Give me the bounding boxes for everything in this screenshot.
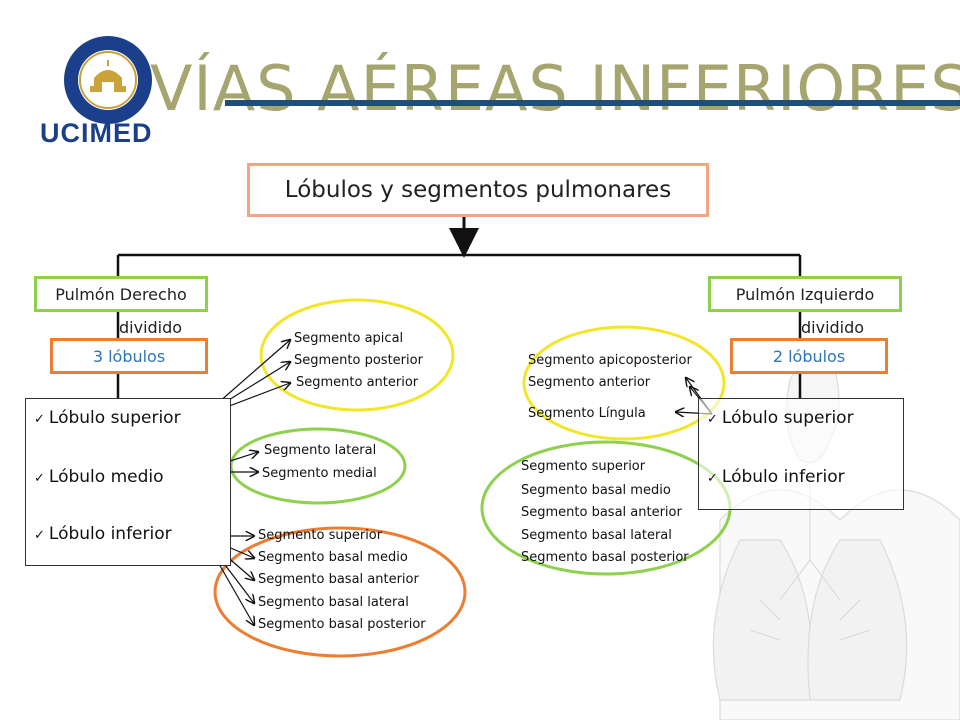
- right-lobe-inferior-label: Lóbulo inferior: [48, 524, 172, 544]
- segment-label: Segmento basal anterior: [258, 572, 419, 587]
- right-lobe-superior-label: Lóbulo superior: [48, 408, 181, 428]
- left-lung-count-label: 2 lóbulos: [772, 346, 846, 366]
- left-lung-lobe-count: 2 lóbulos: [730, 338, 888, 374]
- slide-title: VÍAS AÉREAS INFERIORES: [150, 52, 960, 125]
- main-topic-label: Lóbulos y segmentos pulmonares: [284, 177, 672, 203]
- logo-wordmark: UCIMED: [40, 118, 153, 148]
- segment-label: Segmento apical: [294, 331, 404, 346]
- segment-label: Segmento Língula: [528, 406, 646, 421]
- right-lobe-medio-label: Lóbulo medio: [48, 467, 164, 487]
- left-lobe-superior: ✓Lóbulo superior: [707, 408, 854, 428]
- right-lobe-medio: ✓Lóbulo medio: [34, 467, 164, 487]
- segment-label: Segmento medial: [262, 466, 377, 481]
- right-lung-lobe-list: [25, 398, 231, 566]
- segment-label: Segmento anterior: [528, 375, 651, 390]
- left-lung-label: Pulmón Izquierdo: [735, 284, 875, 304]
- segment-label: Segmento basal posterior: [258, 617, 426, 632]
- right-lobe-inferior: ✓Lóbulo inferior: [34, 524, 172, 544]
- right-lobe-superior: ✓Lóbulo superior: [34, 408, 181, 428]
- right-lung-box: Pulmón Derecho: [34, 276, 208, 312]
- left-lung-lobe-list: [698, 398, 904, 510]
- group-ellipse-right-medio: [229, 427, 407, 505]
- segment-label: Segmento apicoposterior: [528, 353, 692, 368]
- segment-label: Segmento superior: [258, 528, 383, 543]
- segment-label: Segmento basal anterior: [521, 505, 682, 520]
- right-lung-count-label: 3 lóbulos: [92, 346, 166, 366]
- right-lung-label: Pulmón Derecho: [55, 284, 187, 304]
- segment-label: Segmento lateral: [264, 443, 377, 458]
- left-lung-divided-label: dividido: [801, 318, 865, 337]
- segment-label: Segmento posterior: [294, 353, 423, 368]
- right-lung-divided-label: dividido: [119, 318, 183, 337]
- left-lung-box: Pulmón Izquierdo: [708, 276, 902, 312]
- segment-label: Segmento basal lateral: [521, 528, 672, 543]
- segment-label: Segmento basal medio: [521, 483, 671, 498]
- main-topic-box: Lóbulos y segmentos pulmonares: [247, 163, 709, 217]
- group-ellipse-right-superior: [259, 298, 455, 412]
- segment-label: Segmento basal posterior: [521, 550, 689, 565]
- title-underline: [225, 100, 960, 106]
- group-ellipse-left-superior: [522, 325, 726, 441]
- segment-label: Segmento superior: [521, 459, 646, 474]
- left-lobe-inferior-label: Lóbulo inferior: [721, 467, 845, 487]
- left-lobe-inferior: ✓Lóbulo inferior: [707, 467, 845, 487]
- left-lobe-superior-label: Lóbulo superior: [721, 408, 854, 428]
- segment-label: Segmento basal lateral: [258, 595, 409, 610]
- segment-label: Segmento basal medio: [258, 550, 408, 565]
- university-seal-logo: [64, 36, 152, 124]
- right-lung-lobe-count: 3 lóbulos: [50, 338, 208, 374]
- segment-label: Segmento anterior: [296, 375, 419, 390]
- group-ellipse-right-inferior: [213, 526, 467, 658]
